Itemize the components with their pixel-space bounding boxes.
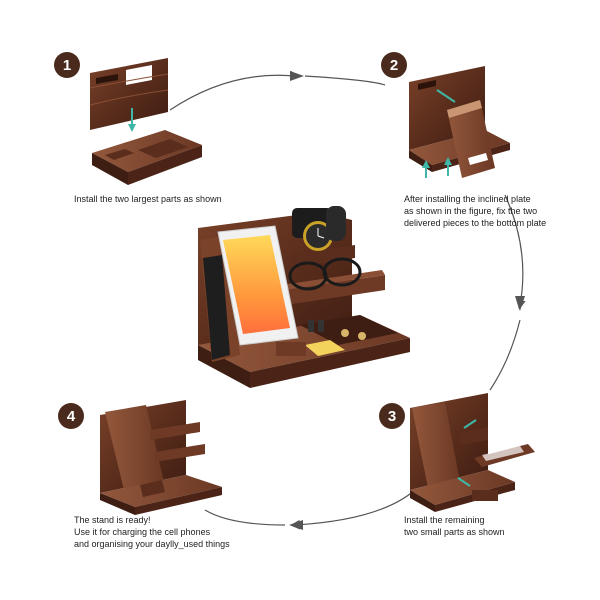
flow-arrow-head: [289, 71, 525, 530]
desk-items: [276, 320, 366, 356]
caption-line: Install the two largest parts as shown: [74, 194, 222, 204]
step-2-assembly: [409, 66, 510, 178]
step-1-backboard: [89, 58, 169, 130]
caption-line: After installing the inclined plate: [404, 194, 531, 204]
caption-line: delivered pieces to the bottom plate: [404, 218, 547, 228]
caption-line: as shown in the figure, fix the two: [404, 206, 538, 216]
watch: [292, 206, 346, 251]
phone: [217, 225, 299, 346]
hint-arrow: [457, 419, 477, 487]
step-3-badge: 3: [379, 403, 405, 429]
step-1-badge: 1: [54, 52, 80, 78]
step-2-caption: After installing the inclined plate as s…: [404, 193, 546, 229]
step-3-assembly: [410, 393, 535, 512]
step-1-caption: Install the two largest parts as shown: [74, 193, 222, 205]
step-4-assembly: [100, 400, 222, 515]
step-2-badge: 2: [381, 52, 407, 78]
step-4-caption: The stand is ready! Use it for charging …: [74, 514, 230, 550]
glasses: [288, 257, 362, 291]
caption-line: The stand is ready!: [74, 515, 151, 525]
caption-line: two small parts as shown: [404, 527, 505, 537]
step-4-badge: 4: [58, 403, 84, 429]
caption-line: Install the remaining: [404, 515, 485, 525]
step-3-caption: Install the remaining two small parts as…: [404, 514, 505, 538]
hint-arrow: [128, 108, 136, 132]
caption-line: and organising your daylly_used things: [74, 539, 230, 549]
step-1-baseplate: [92, 130, 202, 185]
flow-arrow: [169, 70, 526, 530]
caption-line: Use it for charging the cell phones: [74, 527, 211, 537]
hint-arrow: [422, 89, 456, 178]
